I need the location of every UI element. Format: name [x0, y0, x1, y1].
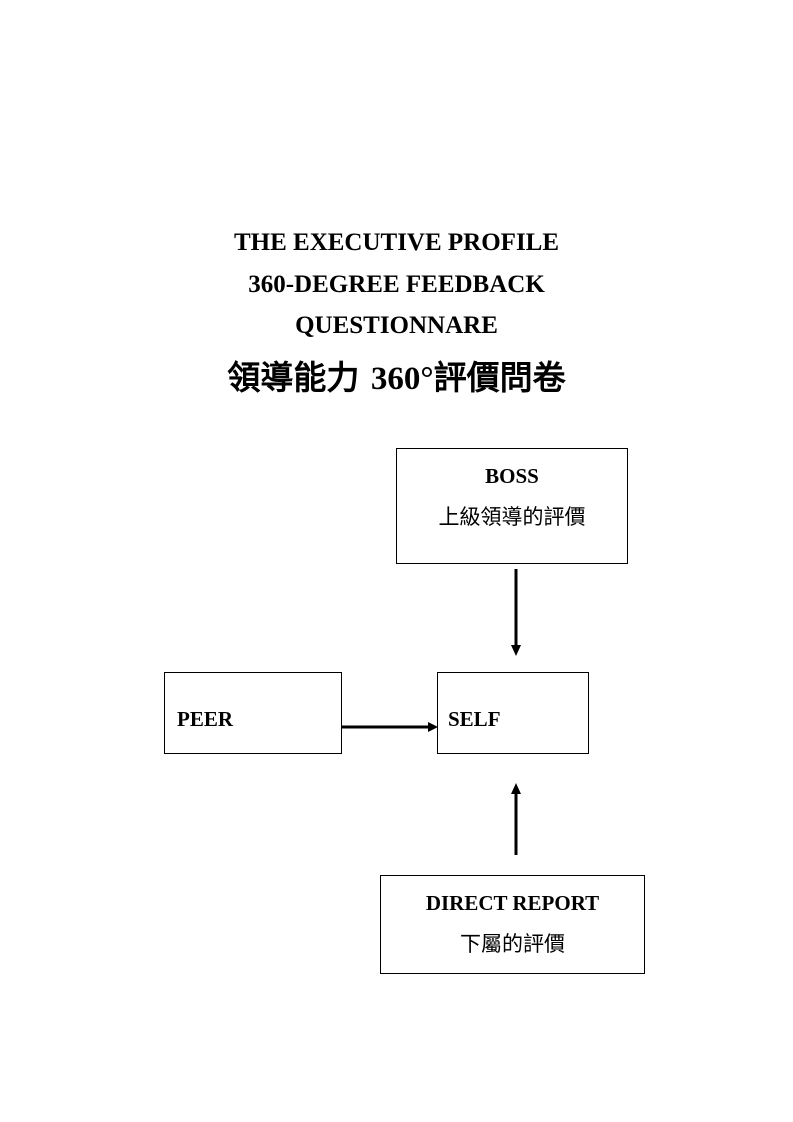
arrow-direct-report-to-self-head [511, 783, 521, 794]
direct-report-sublabel: 下屬的評價 [460, 932, 565, 956]
title-line-1: THE EXECUTIVE PROFILE [233, 229, 560, 256]
direct-report-label: DIRECT REPORT [425, 891, 600, 915]
arrow-boss-to-self [511, 569, 521, 656]
peer-label: PEER [177, 707, 234, 731]
title-chinese-suffix: 評價問卷 [433, 358, 566, 397]
boss-label: BOSS [485, 464, 539, 488]
boss-sublabel: 上級領導的評價 [438, 505, 586, 529]
title-chinese-number: 360° [370, 361, 434, 397]
peer-box: PEER [164, 672, 342, 754]
boss-box: BOSS 上級領導的評價 [396, 448, 628, 564]
arrow-boss-to-self-head [511, 645, 521, 656]
title-chinese: 領導能力 360°評價問卷 [0, 357, 793, 400]
arrow-peer-to-self [342, 722, 438, 732]
title-line-2: 360-DEGREE FEEDBACK [248, 271, 545, 298]
title-line-3: QUESTIONNARE [295, 312, 498, 339]
self-label: SELF [448, 707, 501, 731]
direct-report-box: DIRECT REPORT 下屬的評價 [380, 875, 645, 974]
self-box: SELF [437, 672, 589, 754]
title-chinese-prefix: 領導能力 [227, 358, 371, 397]
arrow-direct-report-to-self [511, 783, 521, 855]
